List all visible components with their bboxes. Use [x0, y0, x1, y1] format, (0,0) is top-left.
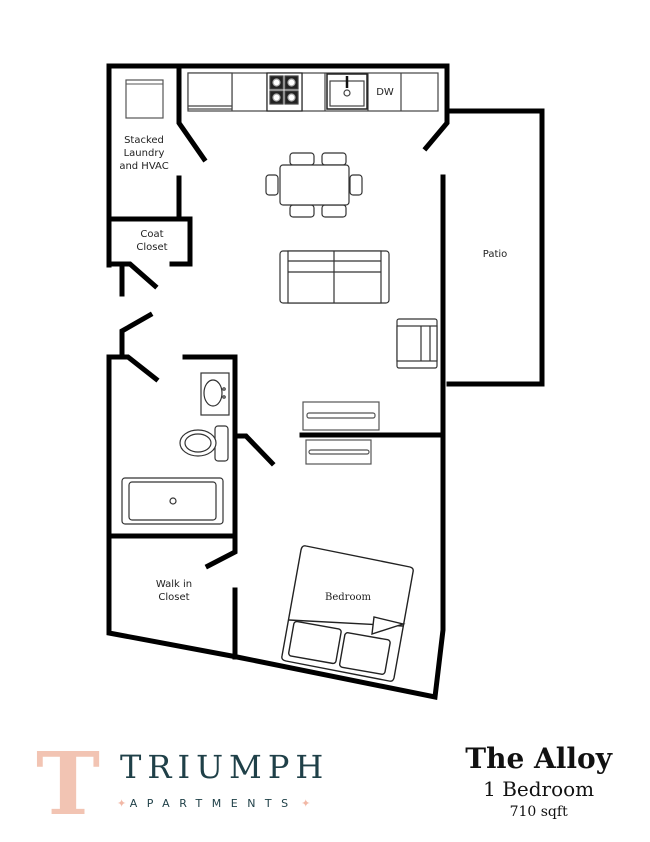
- patio-wall: [444, 108, 545, 387]
- kitchen-counter: [187, 72, 439, 112]
- entry-door: [119, 311, 154, 359]
- bath-closet-divider: [106, 533, 238, 570]
- dining-table-icon: [265, 152, 363, 218]
- unit-name: The Alloy: [465, 742, 612, 775]
- bathtub-icon: [121, 477, 224, 525]
- exterior-wall-left-lower: [106, 174, 446, 700]
- kitchen-wall-left: [176, 63, 208, 163]
- sofa-icon: [279, 250, 390, 304]
- floor-plan: [106, 63, 545, 700]
- toilet-icon: [179, 425, 229, 462]
- laundry-label: Stacked Laundry and HVAC: [119, 135, 169, 172]
- bathroom-sink-icon: [200, 372, 230, 416]
- brand-name: TRIUMPH: [120, 748, 330, 786]
- diamond-icon: ✦: [297, 797, 311, 810]
- brand-subtitle: ✦ APARTMENTS ✦: [117, 797, 310, 810]
- walk-in-closet-label: Walk in Closet: [155, 579, 193, 603]
- bath-wall: [106, 354, 160, 383]
- brand-subtitle-text: APARTMENTS: [129, 797, 298, 810]
- coat-closet-wall: [106, 216, 193, 267]
- unit-type: 1 Bedroom: [483, 777, 595, 801]
- stove-icon: [266, 72, 303, 112]
- bath-wall-right: [182, 354, 238, 539]
- fridge-icon: [187, 72, 233, 110]
- kitchen-sink-icon: [326, 73, 368, 110]
- triumph-logo-icon: T: [36, 734, 100, 835]
- unit-size: 710 sqft: [509, 804, 568, 820]
- patio-label: Patio: [482, 249, 508, 260]
- diamond-icon: ✦: [117, 797, 130, 810]
- unit-info: The Alloy 1 Bedroom 710 sqft: [465, 742, 612, 822]
- dishwasher-label: DW: [376, 87, 394, 98]
- dresser-icon: [302, 401, 380, 465]
- armchair-icon: [396, 318, 438, 369]
- bedroom-label: Bedroom: [325, 592, 371, 603]
- washer-dryer-icon: [125, 79, 164, 119]
- bed-icon: [281, 545, 414, 682]
- kitchen-wall-right: [422, 63, 450, 152]
- coat-closet-label: Coat Closet: [136, 229, 168, 253]
- closet-door: [106, 261, 159, 290]
- bath-door: [232, 433, 276, 467]
